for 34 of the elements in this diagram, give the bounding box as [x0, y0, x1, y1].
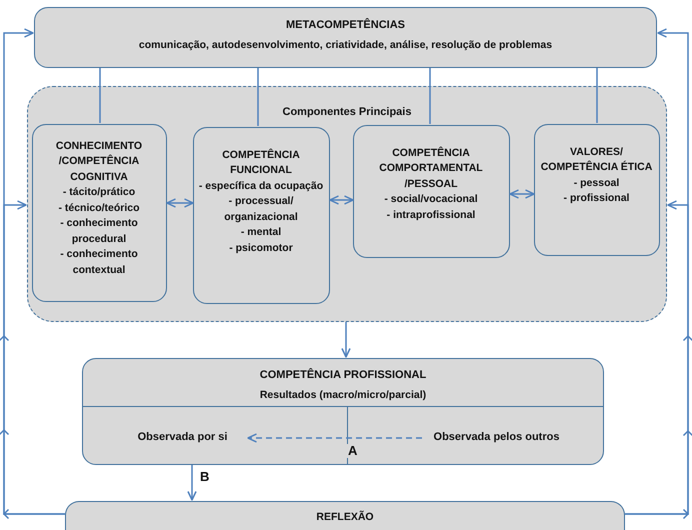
box-heading: COMPETÊNCIA COMPORTAMENTAL /PESSOAL [378, 146, 484, 192]
component-box [534, 124, 660, 256]
edge-label: B [198, 470, 212, 484]
component-box [192, 126, 330, 304]
list-item: - técnico/teórico [57, 200, 141, 216]
process-box [34, 7, 657, 68]
text-cell: Observada por si [118, 424, 248, 450]
list-item: - profissional [562, 191, 630, 206]
list-item: - mental [240, 225, 282, 240]
box-heading: VALORES/ COMPETÊNCIA ÉTICA [540, 144, 654, 175]
list-item: - intraprofissional [386, 208, 476, 222]
list-item: - psicomotor [228, 240, 294, 256]
box-subtitle: Resultados (macro/micro/parcial) [258, 388, 428, 402]
component-box [32, 124, 166, 302]
edge-label: A [346, 444, 360, 458]
box-heading: REFLEXÃO [315, 510, 375, 525]
text-cell: Observada pelos outros [422, 424, 572, 450]
group-title: Componentes Principais [282, 105, 412, 120]
box-heading: COMPETÊNCIA PROFISSIONAL [258, 368, 428, 383]
list-item: - social/vocacional [383, 192, 479, 207]
list-item: - específica da ocupação [198, 178, 324, 194]
list-item: - processual/ organizacional [223, 194, 299, 224]
box-heading: METACOMPETÊNCIAS [285, 18, 406, 33]
list-item: - tácito/prático [62, 185, 136, 200]
box-heading: CONHECIMENTO /COMPETÊNCIA COGNITIVA [54, 138, 144, 184]
box-subtitle: comunicação, autodesenvolvimento, criatividade, análise, resolução de problemas [138, 38, 554, 52]
list-item: - pessoal [572, 176, 620, 190]
process-box [82, 358, 604, 465]
box-heading: COMPETÊNCIA FUNCIONAL [221, 148, 301, 178]
process-box [65, 501, 625, 530]
list-item: - conhecimento contextual [59, 247, 139, 278]
group-container [27, 86, 667, 322]
component-box [352, 124, 510, 258]
list-item: - conhecimento procedural [59, 216, 139, 246]
